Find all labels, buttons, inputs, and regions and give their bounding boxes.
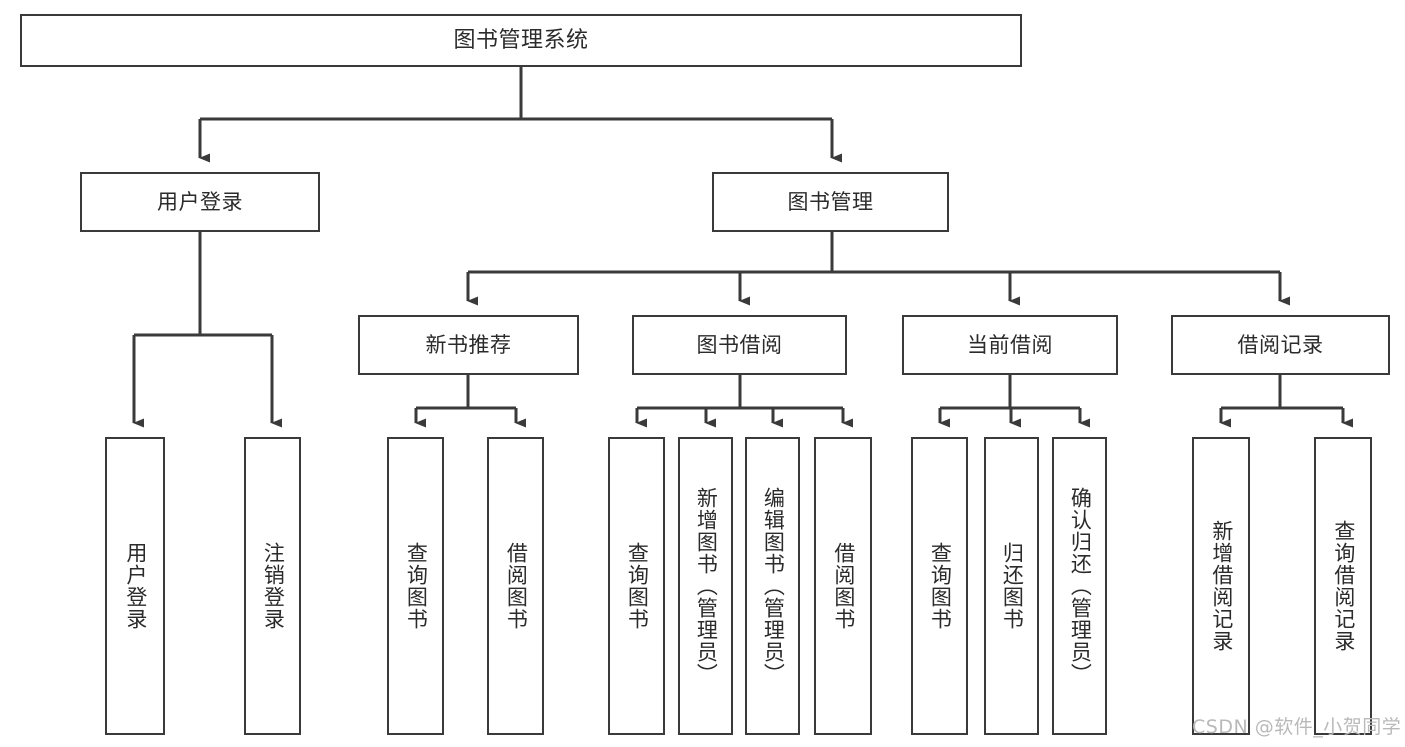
node-leaf-add-borrow-record[interactable]: 新增借阅记录 xyxy=(1192,437,1250,735)
node-leaf-confirm-return-admin-label: 确认归还（管理员） xyxy=(1068,487,1093,685)
node-user-login[interactable]: 用户登录 xyxy=(80,172,320,232)
node-borrow-record-label: 借阅记录 xyxy=(1237,332,1324,357)
csdn-watermark: CSDN @软件_小贺同学 xyxy=(1192,712,1401,739)
node-new-book-recommend-label: 新书推荐 xyxy=(425,332,512,357)
node-leaf-return-book[interactable]: 归还图书 xyxy=(984,437,1039,735)
node-root-label: 图书管理系统 xyxy=(453,27,589,53)
node-root[interactable]: 图书管理系统 xyxy=(20,14,1022,67)
node-leaf-query-book-3[interactable]: 查询图书 xyxy=(911,437,968,735)
node-current-borrow-label: 当前借阅 xyxy=(967,332,1053,357)
node-book-management[interactable]: 图书管理 xyxy=(712,172,949,232)
node-leaf-user-logout[interactable]: 注销登录 xyxy=(244,437,301,735)
node-leaf-edit-book-admin-label: 编辑图书（管理员） xyxy=(761,487,786,685)
node-leaf-query-book-2-label: 查询图书 xyxy=(625,542,650,630)
node-leaf-add-borrow-record-label: 新增借阅记录 xyxy=(1209,520,1234,652)
node-leaf-query-book-1[interactable]: 查询图书 xyxy=(387,437,444,735)
node-leaf-borrow-book-2-label: 借阅图书 xyxy=(831,542,856,630)
node-leaf-borrow-book-1-label: 借阅图书 xyxy=(504,542,529,630)
node-leaf-return-book-label: 归还图书 xyxy=(1000,542,1025,630)
node-leaf-user-login[interactable]: 用户登录 xyxy=(105,437,165,735)
node-new-book-recommend[interactable]: 新书推荐 xyxy=(358,315,579,375)
node-leaf-borrow-book-2[interactable]: 借阅图书 xyxy=(814,437,872,735)
node-leaf-query-book-3-label: 查询图书 xyxy=(928,542,953,630)
node-leaf-borrow-book-1[interactable]: 借阅图书 xyxy=(487,437,544,735)
node-book-borrow[interactable]: 图书借阅 xyxy=(632,315,847,375)
node-leaf-query-book-1-label: 查询图书 xyxy=(404,542,429,630)
node-leaf-query-borrow-record-label: 查询借阅记录 xyxy=(1331,520,1356,652)
node-borrow-record[interactable]: 借阅记录 xyxy=(1171,315,1390,375)
node-leaf-user-logout-label: 注销登录 xyxy=(261,542,286,630)
node-user-login-label: 用户登录 xyxy=(157,189,243,214)
node-book-borrow-label: 图书借阅 xyxy=(696,332,783,357)
csdn-watermark-text: CSDN @软件_小贺同学 xyxy=(1192,716,1402,738)
node-leaf-edit-book-admin[interactable]: 编辑图书（管理员） xyxy=(745,437,800,735)
node-book-management-label: 图书管理 xyxy=(787,189,874,214)
node-leaf-confirm-return-admin[interactable]: 确认归还（管理员） xyxy=(1052,437,1107,735)
node-leaf-add-book-admin-label: 新增图书（管理员） xyxy=(694,487,719,685)
node-leaf-query-book-2[interactable]: 查询图书 xyxy=(608,437,665,735)
node-leaf-query-borrow-record[interactable]: 查询借阅记录 xyxy=(1314,437,1372,735)
node-current-borrow[interactable]: 当前借阅 xyxy=(902,315,1118,375)
node-leaf-user-login-label: 用户登录 xyxy=(123,542,148,630)
node-leaf-add-book-admin[interactable]: 新增图书（管理员） xyxy=(678,437,733,735)
